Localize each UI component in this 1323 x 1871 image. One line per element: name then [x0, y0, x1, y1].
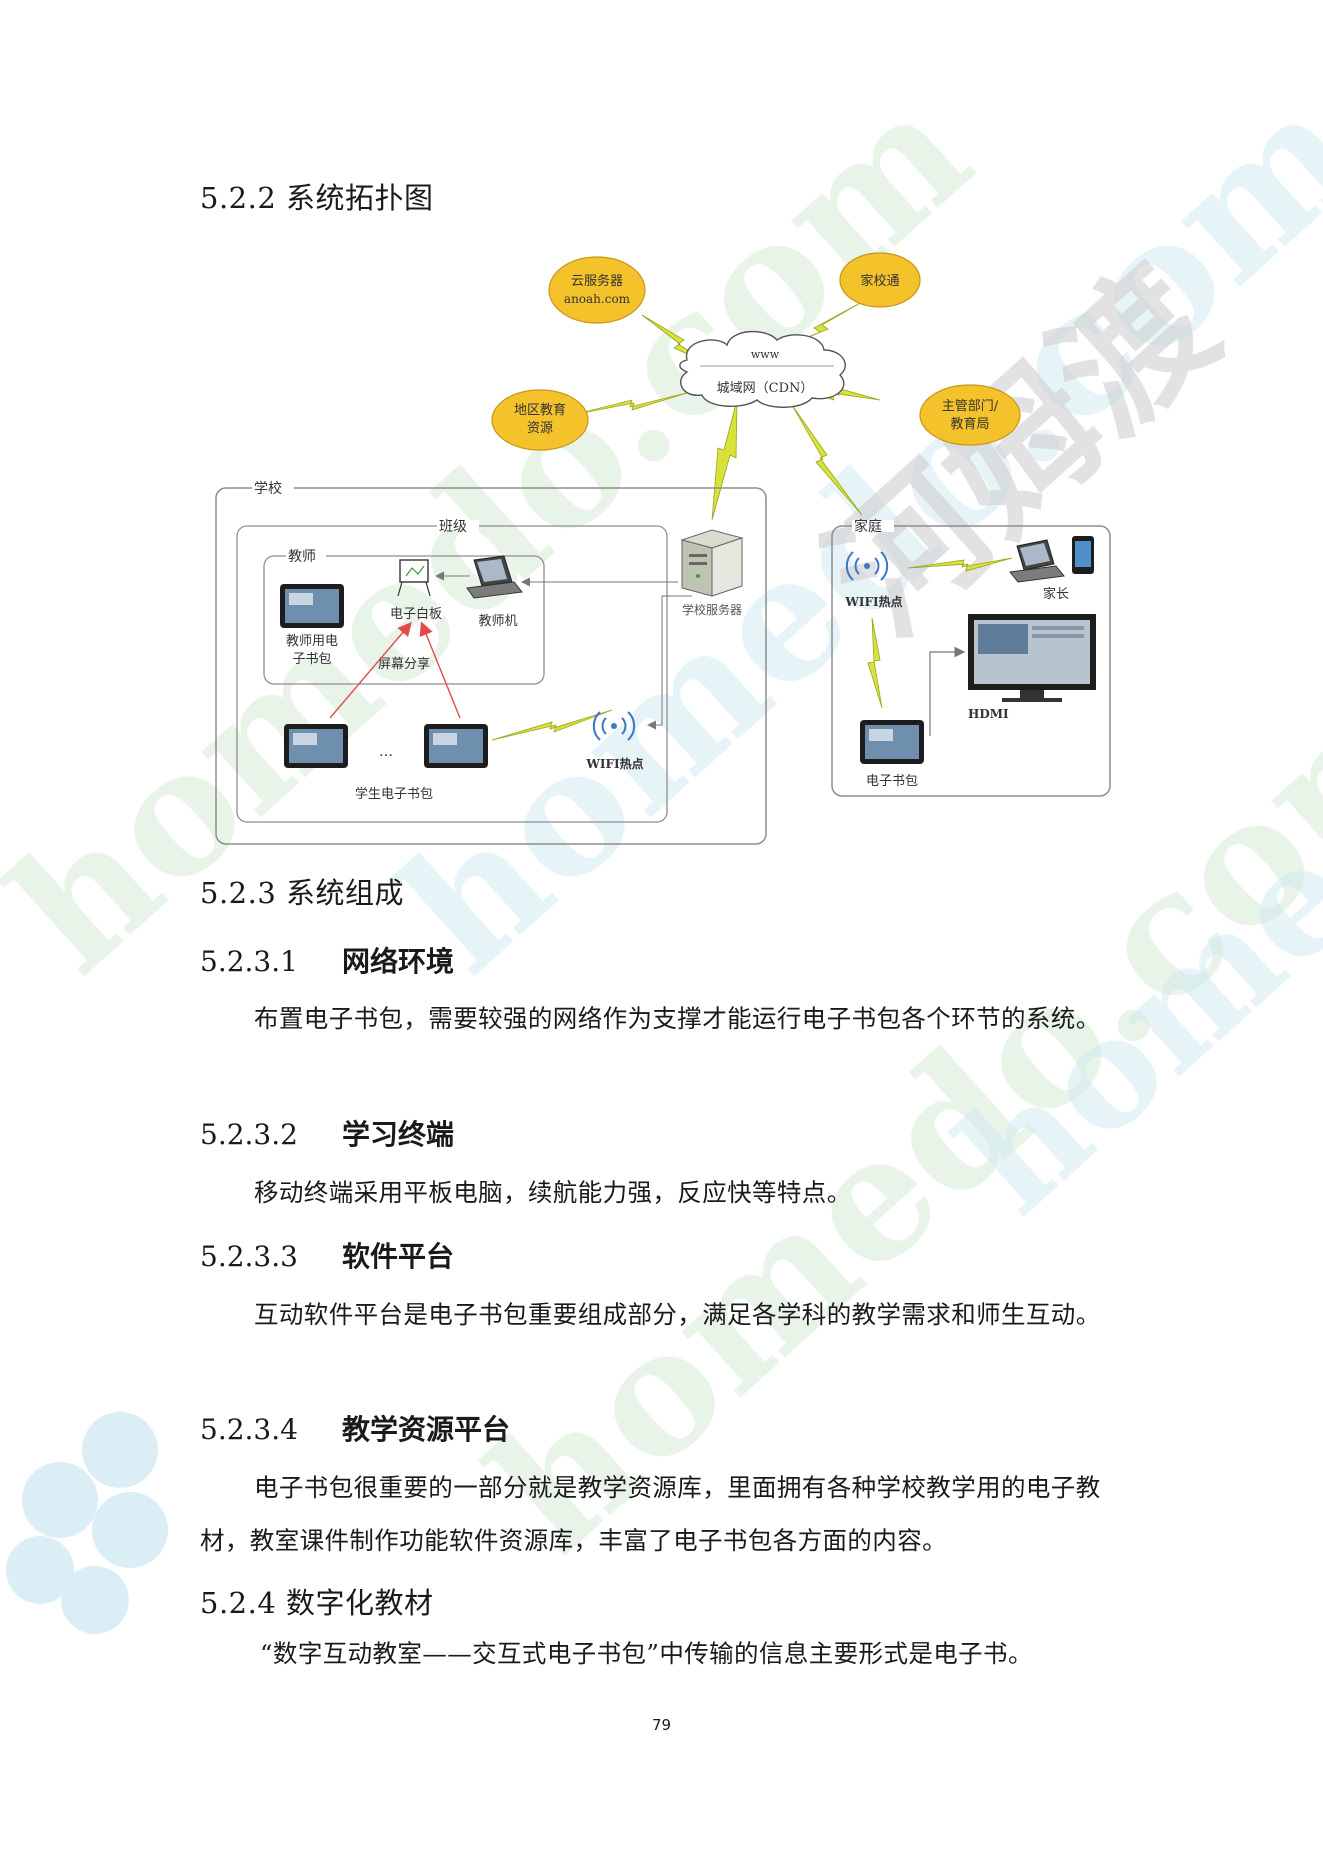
student-tablet-icon — [284, 724, 348, 768]
hdmi-cable — [929, 646, 966, 736]
section-heading-5-2-2: 5.2.2 系统拓扑图 — [200, 181, 434, 215]
subsection-title: 学习终端 — [342, 1118, 455, 1151]
lightning-link — [571, 391, 691, 416]
wifi-school-label: WIFI热点 — [585, 756, 643, 771]
regional-resources-bubble: 地区教育 资源 — [491, 389, 589, 451]
teacher-label: 教师 — [288, 549, 316, 565]
wifi-icon — [592, 711, 636, 741]
subsection-heading-5-2-3-2: 5.2.3.2 学习终端 — [200, 1113, 454, 1153]
screen-share-label: 屏幕分享 — [378, 656, 430, 672]
paragraph-terminal: 移动终端采用平板电脑，续航能力强，反应快等特点。 — [254, 1178, 852, 1207]
lightning-link — [791, 404, 863, 516]
lightning-link — [711, 399, 738, 521]
wan-cloud: www 城域网（CDN） — [679, 330, 846, 408]
lightning-link — [491, 709, 613, 741]
teacher-zone: 教师 — [263, 549, 545, 685]
phone-icon — [1072, 536, 1094, 574]
wifi-icon — [845, 551, 889, 581]
class-label: 班级 — [439, 519, 467, 535]
parent-laptop-icon — [1009, 539, 1065, 583]
lightning-link — [907, 557, 1013, 572]
paragraph-digital-textbook: “数字互动教室——交互式电子书包”中传输的信息主要形式是电子书。 — [260, 1639, 1033, 1668]
school-server-label: 学校服务器 — [682, 602, 742, 617]
school-label: 学校 — [254, 480, 282, 497]
whiteboard-label: 电子白板 — [390, 606, 442, 622]
subsection-heading-5-2-3-4: 5.2.3.4 教学资源平台 — [200, 1408, 510, 1448]
teacher-tablet-icon — [280, 584, 344, 628]
subsection-number: 5.2.3.3 — [200, 1240, 298, 1273]
student-ellipsis: … — [379, 744, 393, 760]
lightning-link — [867, 617, 883, 709]
class-zone: 班级 — [236, 519, 668, 823]
home-tablet-icon — [860, 720, 924, 764]
subsection-title: 软件平台 — [342, 1240, 455, 1273]
home-school-label: 家校通 — [860, 273, 899, 289]
teacher-ebook-label: 教师用电 — [286, 633, 338, 649]
paragraph-software: 互动软件平台是电子书包重要组成部分，满足各学科的教学需求和师生互动。 — [254, 1300, 1101, 1329]
cloud-server-bubble: 云服务器 anoah.com — [548, 256, 646, 324]
home-ebook-label: 电子书包 — [866, 774, 918, 789]
cloud-server-label: 云服务器 — [571, 273, 623, 289]
authority-label: 主管部门/ — [942, 399, 999, 414]
teacher-pc-label: 教师机 — [478, 613, 517, 629]
www-label: www — [751, 348, 780, 361]
page-number: 79 — [651, 1716, 672, 1734]
topology-diagram: www 城域网（CDN） 云服务器 anoah.com 家校通 地区教育 资源 … — [215, 252, 1111, 845]
wifi-home-label: WIFI热点 — [844, 594, 902, 609]
paragraph-network: 布置电子书包，需要较强的网络作为支撑才能运行电子书包各个环节的系统。 — [254, 1004, 1101, 1033]
subsection-number: 5.2.3.1 — [200, 945, 298, 978]
subsection-number: 5.2.3.4 — [200, 1413, 298, 1446]
section-heading-5-2-3: 5.2.3 系统组成 — [200, 876, 405, 910]
screen-share-arrows — [329, 621, 461, 719]
parent-label: 家长 — [1043, 586, 1069, 602]
hdmi-label: HDMI — [968, 707, 1009, 721]
home-school-bubble: 家校通 — [839, 252, 921, 308]
subsection-number: 5.2.3.2 — [200, 1118, 298, 1151]
student-tablet-icon — [424, 724, 488, 768]
flower-logo-icon — [6, 1412, 168, 1634]
tv-icon — [968, 614, 1096, 702]
subsection-heading-5-2-3-3: 5.2.3.3 软件平台 — [200, 1235, 454, 1275]
paragraph-resources: 电子书包很重要的一部分就是教学资源库，里面拥有各种学校教学用的电子教材，教室课件… — [200, 1473, 1101, 1555]
wan-label: 城域网（CDN） — [717, 381, 814, 396]
whiteboard-icon — [397, 559, 431, 597]
subsection-heading-5-2-3-1: 5.2.3.1 网络环境 — [200, 940, 454, 980]
school-server-icon — [680, 529, 744, 597]
home-label: 家庭 — [854, 518, 882, 535]
regional-resources-label-2: 资源 — [527, 421, 553, 436]
teacher-ebook-label-2: 子书包 — [292, 652, 331, 667]
home-zone: 家庭 — [831, 518, 1111, 797]
regional-resources-label: 地区教育 — [514, 402, 566, 418]
authority-label-2: 教育局 — [950, 416, 989, 432]
laptop-icon — [466, 555, 523, 599]
cloud-server-domain: anoah.com — [564, 292, 631, 306]
student-ebook-label: 学生电子书包 — [355, 786, 433, 802]
subsection-title: 教学资源平台 — [342, 1413, 511, 1446]
internal-connections — [435, 571, 692, 730]
authority-bubble: 主管部门/ 教育局 — [919, 384, 1021, 446]
section-heading-5-2-4: 5.2.4 数字化教材 — [200, 1586, 434, 1620]
subsection-title: 网络环境 — [342, 945, 455, 978]
school-zone: 学校 — [215, 480, 767, 845]
